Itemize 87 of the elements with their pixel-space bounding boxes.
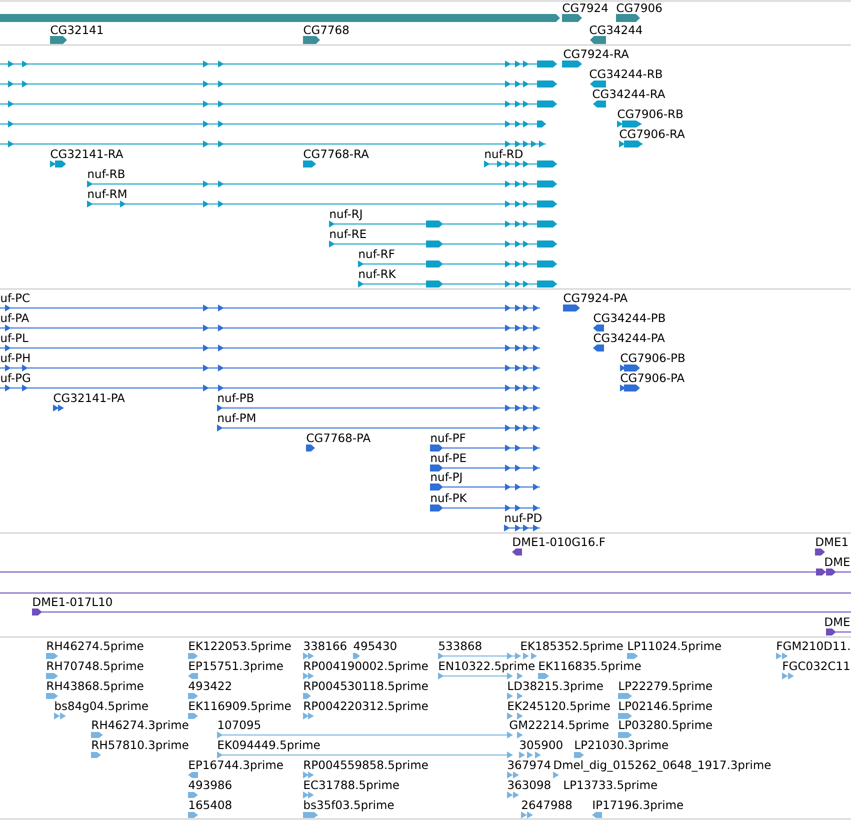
feature-label: FGC032C11 (783, 661, 850, 670)
feature-label: nuf-RJ (330, 209, 362, 220)
feature-label: EK116835.5prime (539, 661, 641, 672)
feature-label: IP17196.3prime (593, 800, 683, 812)
feature-label: RP004559858.5prime (304, 760, 428, 772)
feature-label: RH46274.5prime (47, 641, 144, 652)
feature-label: nuf-RB (88, 169, 124, 178)
feature-label: EK094449.5prime (218, 740, 320, 752)
feature-label: 493986 (188, 780, 232, 790)
feature-label: EK116909.5prime (189, 701, 291, 712)
feature-label: RH70748.5prime (47, 661, 144, 672)
feature-label: 305900 (520, 740, 562, 750)
feature-label: EP15751.3prime (189, 661, 283, 672)
feature-label: nuf-PE (431, 453, 466, 462)
feature-label: nuf-PM (218, 413, 256, 422)
feature-label: bs84g04.5prime (55, 701, 148, 712)
feature-label: LP03280.5prime (619, 720, 712, 732)
feature-label: DME1 (816, 538, 848, 546)
feature-label: EC31788.5prime (304, 780, 399, 792)
feature-label: nuf-RE (330, 229, 366, 238)
feature-label: 165408 (189, 800, 232, 810)
feature-label: RH43868.5prime (47, 681, 144, 692)
feature-label: 495430 (354, 641, 396, 650)
feature-label: LP22279.5prime (619, 681, 712, 692)
feature-label: CG7924-RA (564, 49, 629, 58)
feature-label: CG7906 (616, 3, 662, 12)
feature-label: LD38215.3prime (508, 681, 603, 692)
feature-label: nuf-PF (431, 433, 466, 442)
feature-label: nuf-PK (431, 493, 468, 502)
feature-label: nuf-RM (88, 189, 126, 198)
feature-label: uf-PL (1, 333, 28, 342)
feature-label: nuf-PB (218, 393, 254, 402)
feature-label: GM22214.5prime (510, 720, 608, 732)
feature-label: DME1-010G16.F (513, 537, 605, 546)
feature-label: RH46274.3prime (92, 720, 188, 732)
feature-label: CG7924-PA (564, 293, 628, 302)
feature-label: 107095 (218, 720, 260, 730)
feature-label: EP16744.3prime (189, 760, 283, 772)
feature-label: RP004190002.5prime (304, 661, 428, 672)
feature-label: uf-PH (1, 353, 30, 362)
feature-label: uf-PC (1, 293, 30, 302)
feature-label: LP11024.5prime (628, 641, 721, 652)
feature-label: DME (825, 558, 850, 566)
feature-label: nuf-RD (485, 149, 523, 158)
feature-label: EK122053.5prime (189, 641, 291, 652)
feature-label: CG7924 (562, 3, 608, 12)
feature-label: CG34244-PB (594, 313, 665, 322)
feature-label: Dmel_dig_015262_0648_1917.3prime (554, 760, 771, 772)
feature-label: 363098 (508, 780, 550, 790)
feature-label: LP13733.5prime (564, 780, 657, 792)
feature-label: 493422 (188, 681, 231, 690)
feature-label: DME1-017L10 (33, 597, 112, 606)
feature-label: LP02146.5prime (619, 701, 712, 712)
feature-label: 2647988 (522, 800, 572, 810)
feature-label: uf-PG (1, 373, 30, 382)
feature-label: CG32141-RA (50, 149, 124, 158)
feature-label: CG34244-RA (592, 89, 666, 98)
feature-label: RP004530118.5prime (304, 681, 428, 692)
feature-label: CG32141-PA (54, 393, 125, 402)
feature-label: CG34244-PA (594, 333, 665, 342)
feature-label: CG7906-RB (618, 109, 683, 118)
feature-label: nuf-RF (359, 249, 394, 258)
feature-label: nuf-RK (359, 269, 396, 278)
feature-label: bs35f03.5prime (304, 800, 394, 812)
feature-label: nuf-PJ (431, 472, 462, 484)
feature-label: CG34244-RB (590, 69, 662, 78)
feature-label: LP21030.3prime (575, 740, 668, 752)
feature-label: CG7768-PA (306, 433, 371, 442)
feature-label: EK245120.5prime (508, 701, 610, 712)
feature-label: FGM210D11. (777, 641, 850, 650)
feature-label: CG7768-RA (304, 149, 369, 158)
feature-label: 533868 (439, 641, 482, 650)
feature-label: 367974 (508, 760, 550, 770)
feature-label: CG7906-RA (620, 129, 685, 138)
feature-label: 338166 (304, 641, 346, 650)
feature-label: EK185352.5prime (521, 641, 623, 652)
feature-label: CG7768 (304, 25, 349, 34)
feature-label: uf-PA (1, 313, 30, 322)
feature-label: nuf-PD (505, 513, 542, 522)
feature-label: CG7906-PB (620, 353, 685, 362)
feature-label: CG7906-PA (620, 373, 685, 382)
feature-label: RP004220312.5prime (304, 701, 428, 712)
feature-label: DME (825, 618, 850, 626)
feature-label: CG32141 (50, 25, 103, 34)
feature-label: RH57810.3prime (92, 740, 188, 752)
feature-label: CG34244 (590, 25, 642, 34)
feature-label: EN10322.5prime (439, 661, 534, 672)
